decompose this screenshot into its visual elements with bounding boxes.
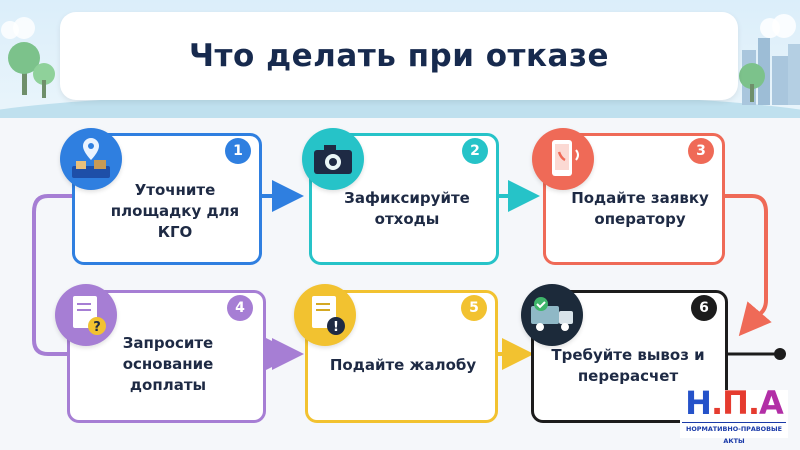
garbage-truck-check-icon [521, 284, 583, 346]
step-3-card: 3 Подайте заявку оператору [543, 133, 725, 265]
map-pin-landfill-icon [60, 128, 122, 190]
step-4-number: 4 [227, 295, 253, 321]
camera-icon [302, 128, 364, 190]
step-4-card: 4 Запросите основание доплаты [67, 290, 266, 423]
step-4-label: Запросите основание доплаты [122, 334, 214, 394]
step-5-number: 5 [461, 295, 487, 321]
step-5-label: Подайте жалобу [329, 356, 477, 374]
step-3-label: Подайте заявку оператору [571, 189, 709, 228]
page-title: Что делать при отказе [188, 38, 610, 74]
step-6-number: 6 [691, 295, 717, 321]
step-1-number: 1 [225, 138, 251, 164]
title-card: Что делать при отказе [60, 12, 738, 100]
logo-letter-a: А [759, 384, 784, 422]
step-1-label: Уточните площадку для КГО [110, 181, 240, 241]
step-2-number: 2 [462, 138, 488, 164]
step-6-label: Требуйте вывоз и перерасчет [551, 346, 705, 385]
logo-letter-n: Н [685, 384, 712, 422]
document-question-icon: ? [55, 284, 117, 346]
svg-text:!: ! [333, 320, 339, 335]
npa-logo-subtitle: НОРМАТИВНО-ПРАВОВЫЕ АКТЫ [682, 422, 786, 445]
npa-logo: Н.П.А НОРМАТИВНО-ПРАВОВЫЕ АКТЫ [680, 384, 788, 445]
phone-call-icon [532, 128, 594, 190]
document-warning-icon: ! [294, 284, 356, 346]
step-3-number: 3 [688, 138, 714, 164]
logo-letter-p: П [722, 384, 749, 422]
landscape-decoration [1, 14, 800, 105]
step-2-label: Зафиксируйте отходы [344, 189, 470, 228]
npa-logo-letters: Н.П.А [685, 384, 784, 422]
svg-text:?: ? [93, 320, 101, 335]
